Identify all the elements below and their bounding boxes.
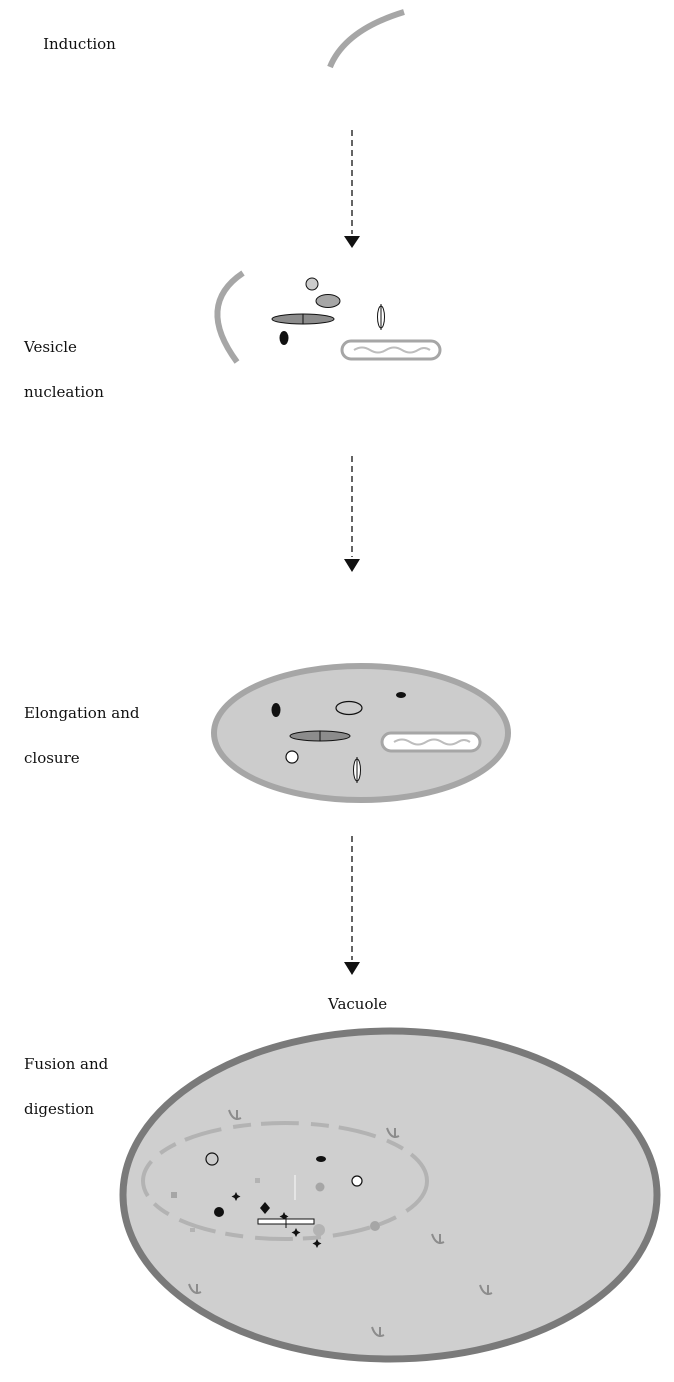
cargo-group <box>271 692 482 783</box>
cargo-fragment <box>190 1228 195 1232</box>
stage-label-induction: Induction <box>43 35 116 53</box>
cargo-ellipse <box>335 700 363 716</box>
cargo-circle <box>305 277 319 291</box>
stage-label-line1: Fusion and <box>24 1055 109 1073</box>
stage-label-vesicle-nucleation: Vesicle nucleation <box>24 310 104 430</box>
cargo-fragment <box>255 1178 260 1183</box>
hydrolase-icon <box>386 1127 400 1138</box>
hydrolase-icon <box>479 1284 493 1295</box>
cargo-dark <box>260 1202 270 1214</box>
cargo-small-dark <box>316 1156 326 1162</box>
cargo-small-dark <box>396 692 406 698</box>
cargo-dark <box>279 331 289 345</box>
process-arrow <box>344 836 360 975</box>
process-arrow <box>344 130 360 248</box>
process-arrow <box>344 456 360 572</box>
vacuole-label: Vacuole <box>328 995 388 1013</box>
stage-label-fusion-digestion: Fusion and digestion <box>24 1027 108 1147</box>
cargo-fragment <box>313 1224 325 1236</box>
cargo-fragment <box>171 1192 177 1198</box>
autophagosome <box>211 663 511 803</box>
phagophore-membrane <box>327 9 405 69</box>
stage-label-line1: Vesicle <box>24 338 77 356</box>
vacuole <box>119 1027 661 1363</box>
cargo-group <box>271 277 442 361</box>
mitochondrion <box>340 339 442 361</box>
phagophore-membrane <box>214 270 245 364</box>
hydrolase-icon <box>188 1283 202 1294</box>
stage-label-line2: closure <box>24 749 80 767</box>
cargo-dark <box>271 703 281 717</box>
cargo-fragment <box>370 1221 380 1231</box>
hydrolase-icon <box>431 1233 445 1244</box>
cargo-circle <box>205 1152 219 1166</box>
cargo-ellipse <box>315 294 341 308</box>
hydrolase-marks <box>188 1109 493 1337</box>
mitochondrion <box>380 731 482 753</box>
hydrolase-icon <box>228 1109 242 1120</box>
cargo-circle <box>351 1175 363 1187</box>
hydrolase-icon <box>371 1326 385 1337</box>
cargo-dark <box>214 1207 224 1217</box>
cargo-fragment <box>315 1182 325 1192</box>
stage-label-line2: digestion <box>24 1100 95 1118</box>
stage-label-line1: Elongation and <box>24 704 140 722</box>
cargo-group <box>171 1152 380 1248</box>
stage-label-line2: nucleation <box>24 383 104 401</box>
cargo-circle <box>285 750 299 764</box>
stage-label-elongation-closure: Elongation and closure <box>24 676 139 796</box>
autophagic-body-membrane <box>141 1121 429 1241</box>
